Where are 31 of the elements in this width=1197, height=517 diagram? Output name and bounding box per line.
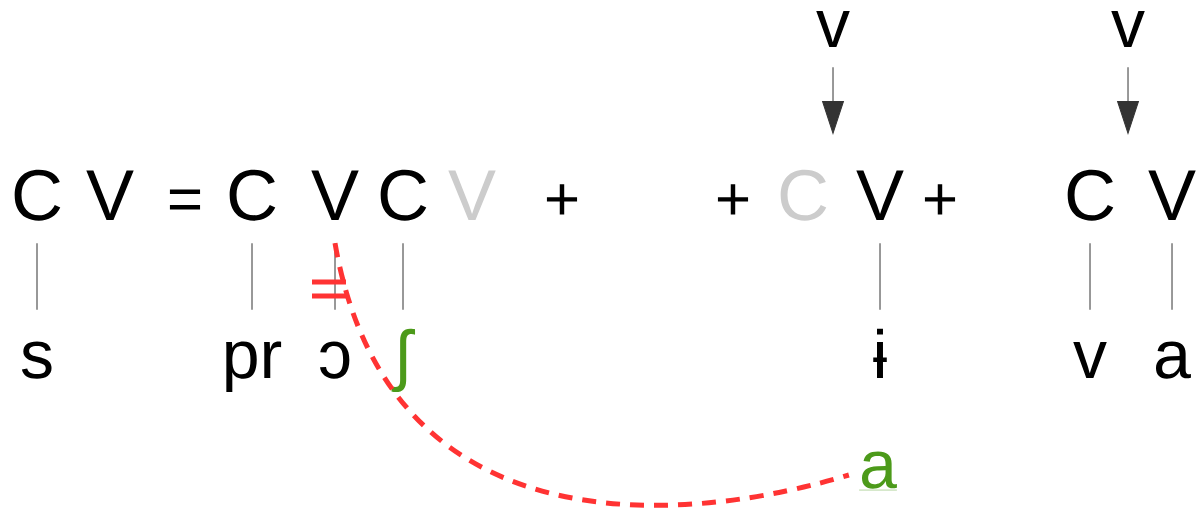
arrow (822, 66, 844, 134)
letter: s (21, 341, 52, 379)
letter: V (86, 170, 134, 220)
operator-sign: + (924, 184, 956, 215)
letter: C (229, 169, 276, 221)
operator-sign: + (717, 184, 749, 215)
letter: a (1156, 341, 1191, 379)
letter: V (311, 170, 359, 220)
association-line (879, 242, 881, 311)
letter: C (380, 169, 427, 221)
letter: v (816, 11, 850, 47)
letter: V (1148, 170, 1196, 220)
letter: a (858, 451, 898, 491)
dashed-curve (332, 242, 850, 508)
letter: v (1073, 342, 1107, 378)
letter: C (1067, 169, 1114, 221)
association-line (402, 242, 404, 311)
letter: pr (226, 341, 282, 393)
association-line (251, 242, 253, 311)
association-line (36, 242, 38, 311)
letter: ʃ (391, 328, 416, 393)
letter: v (1111, 11, 1145, 47)
arrow (1117, 66, 1139, 134)
operator-sign: + (546, 184, 578, 215)
operator-sign: = (169, 189, 201, 210)
association-line (1171, 242, 1173, 311)
letter: C (14, 169, 61, 221)
letter: ɨ (873, 328, 887, 378)
association-line (1089, 242, 1091, 311)
letter: ɔ (320, 341, 350, 379)
letter: V (856, 170, 904, 220)
